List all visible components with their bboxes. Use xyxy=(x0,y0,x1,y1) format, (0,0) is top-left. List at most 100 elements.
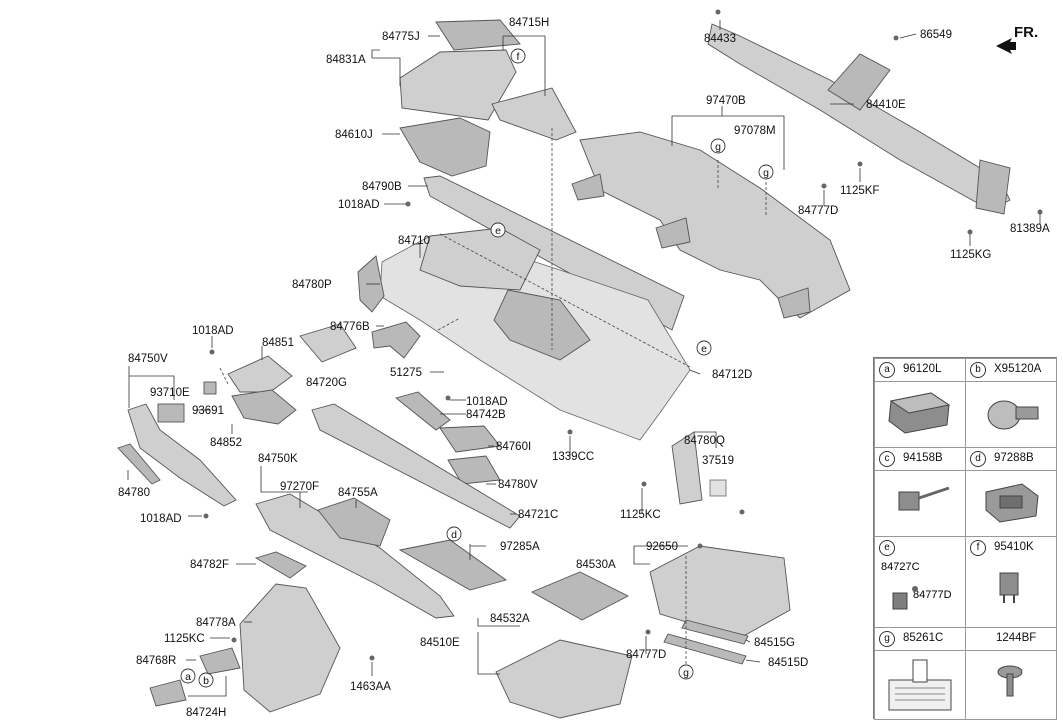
callout-b: b xyxy=(198,672,214,688)
sensor-icon xyxy=(987,400,1039,430)
part-84530a-console xyxy=(649,545,791,639)
legend-cell-screw: 1244BF xyxy=(965,627,1057,720)
legend-cell-e: e 84727C 84777D xyxy=(874,536,966,628)
module-icon xyxy=(985,483,1039,523)
front-arrow-icon xyxy=(996,38,1016,54)
part-duct-outlet-1 xyxy=(571,173,605,201)
part-84852-shroud xyxy=(231,389,297,425)
label-84780q: 84780Q xyxy=(684,435,725,447)
label-97078m: 97078M xyxy=(734,125,776,137)
svg-text:f: f xyxy=(517,51,520,63)
label-84532a: 84532A xyxy=(490,613,530,625)
label-84778a: 84778A xyxy=(196,617,236,629)
part-84750v-panel xyxy=(127,403,237,507)
label-84851: 84851 xyxy=(262,337,294,349)
label-93710e: 93710E xyxy=(150,387,190,399)
label-84790b: 84790B xyxy=(362,181,402,193)
clip-icon xyxy=(892,586,918,610)
label-84710: 84710 xyxy=(398,235,430,247)
callout-e-1: e xyxy=(490,222,506,238)
part-duct-outlet-3 xyxy=(777,287,811,319)
part-84610j-bracket xyxy=(399,117,491,177)
label-84433: 84433 xyxy=(704,33,736,45)
part-labels: 84775J 84715H 84831A 84610J 84790B 1018A… xyxy=(118,17,1050,719)
svg-text:g: g xyxy=(763,167,769,179)
part-84760i xyxy=(439,425,501,453)
part-84515d xyxy=(663,633,747,665)
callout-g-3: g xyxy=(678,664,694,680)
part-84710-center xyxy=(493,289,591,361)
label-84768r: 84768R xyxy=(136,655,176,667)
label-92650: 92650 xyxy=(646,541,678,553)
label-1463aa: 1463AA xyxy=(350,681,391,693)
label-84755a: 84755A xyxy=(338,487,378,499)
part-97285a xyxy=(398,539,508,591)
part-84721c-panel xyxy=(311,403,521,529)
part-84775j-bezel xyxy=(435,19,521,51)
part-84778a-side xyxy=(239,583,341,713)
label-84530a: 84530A xyxy=(576,559,616,571)
label-97285a: 97285A xyxy=(500,541,540,553)
label-84712d: 84712D xyxy=(712,369,752,381)
label-84410e: 84410E xyxy=(866,99,906,111)
label-84831a: 84831A xyxy=(326,54,366,66)
label-84780: 84780 xyxy=(118,487,150,499)
label-84760i: 84760I xyxy=(496,441,531,453)
label-84775j: 84775J xyxy=(382,31,420,43)
label-1125kf: 1125KF xyxy=(840,185,879,197)
part-93710e xyxy=(157,403,185,423)
part-84776b-bracket xyxy=(371,321,421,359)
part-84768r xyxy=(149,679,187,707)
label-1018ad-b: 1018AD xyxy=(192,325,234,337)
part-84720g xyxy=(299,323,357,363)
label-84780p: 84780P xyxy=(292,279,332,291)
label-1125kc-b: 1125KC xyxy=(620,509,661,521)
label-51275: 51275 xyxy=(390,367,422,379)
part-84742b xyxy=(395,391,451,431)
label-84720g: 84720G xyxy=(306,377,347,389)
legend-e-sub2: 84777D xyxy=(913,589,952,601)
part-84782f xyxy=(254,551,307,579)
switch-icon xyxy=(888,392,951,434)
svg-text:a: a xyxy=(185,671,191,683)
label-1018ad-a: 1018AD xyxy=(338,199,380,211)
label-1018ad-c: 1018AD xyxy=(140,513,182,525)
label-sticker-icon xyxy=(888,659,952,711)
fastener-dots xyxy=(203,9,1043,661)
label-1018ad-d: 1018AD xyxy=(466,396,508,408)
label-84782f: 84782F xyxy=(190,559,229,571)
label-93691: 93691 xyxy=(192,405,224,417)
label-84510e: 84510E xyxy=(420,637,460,649)
part-84510e-tray xyxy=(495,639,633,719)
part-84780-strip xyxy=(117,443,161,485)
callout-g-2: g xyxy=(758,164,774,180)
label-84776b: 84776B xyxy=(330,321,370,333)
label-84610j: 84610J xyxy=(335,129,373,141)
front-marker: FR. xyxy=(1014,24,1039,41)
callout-d: d xyxy=(446,526,462,542)
label-1339cc: 1339CC xyxy=(552,451,594,463)
label-84515d: 84515D xyxy=(768,657,808,669)
screw-icon xyxy=(997,665,1023,697)
label-84715h: 84715H xyxy=(509,17,549,29)
part-84410e-bracket-2 xyxy=(975,159,1011,215)
label-84721c: 84721C xyxy=(518,509,558,521)
part-84532a-mat xyxy=(530,571,629,621)
label-86549: 86549 xyxy=(920,29,952,41)
callout-e-2: e xyxy=(696,340,712,356)
label-84724h: 84724H xyxy=(186,707,226,719)
label-84777d-b: 84777D xyxy=(798,205,838,217)
label-84750v: 84750V xyxy=(128,353,168,365)
svg-text:g: g xyxy=(683,667,689,679)
label-84780v: 84780V xyxy=(498,479,538,491)
label-84750k: 84750K xyxy=(258,453,298,465)
label-97470b: 97470B xyxy=(706,95,746,107)
svg-text:e: e xyxy=(495,225,501,237)
callout-g-1: g xyxy=(710,138,726,154)
